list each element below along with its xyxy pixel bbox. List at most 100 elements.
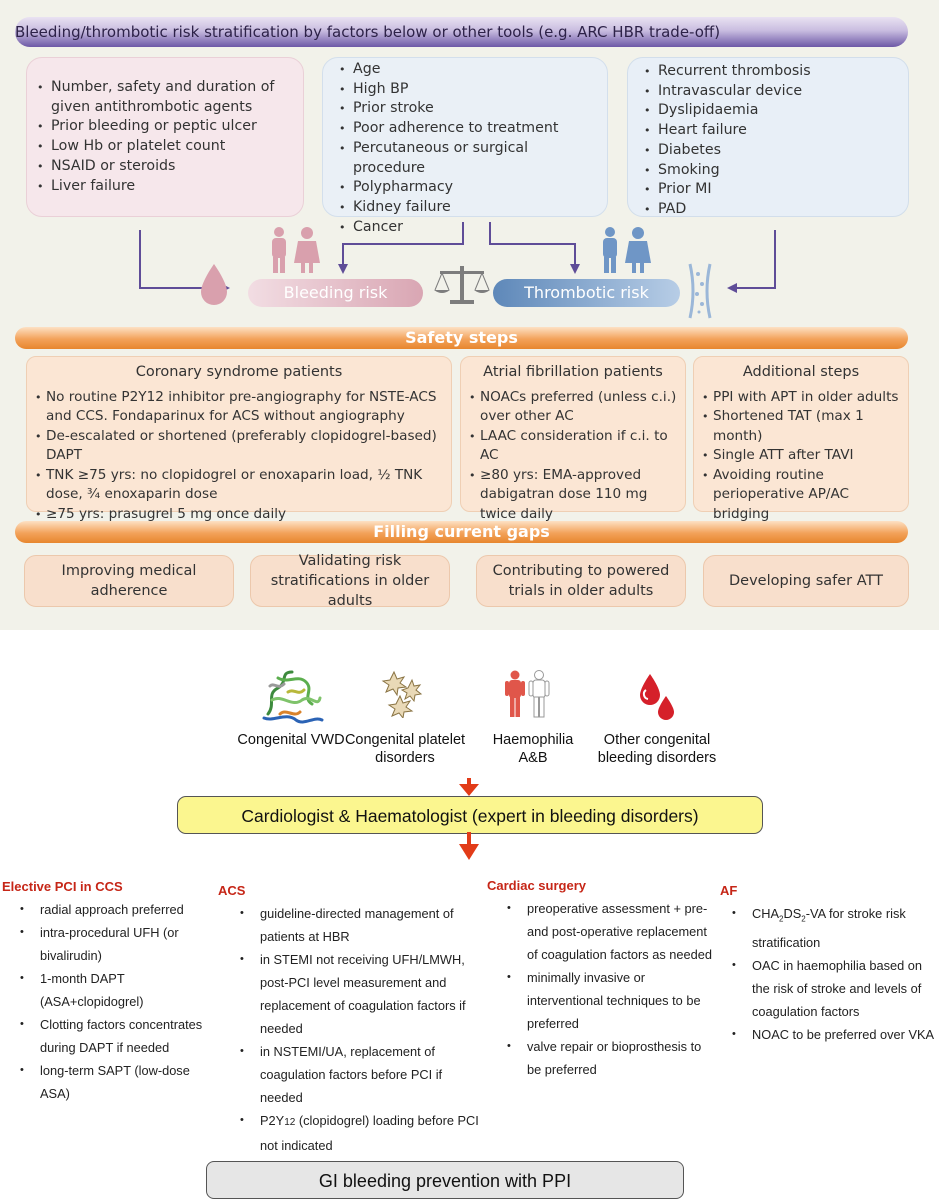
column-item: radial approach preferred bbox=[18, 898, 215, 921]
balance-scale-icon bbox=[434, 266, 490, 304]
gap-box: Validating risk stratifications in older… bbox=[250, 553, 450, 609]
shared-factors-box: Age High BP Prior stroke Poor adherence … bbox=[322, 57, 608, 237]
thrombotic-factors-box: Recurrent thrombosis Intravascular devic… bbox=[627, 57, 909, 220]
factor-item: Smoking bbox=[644, 161, 898, 181]
column-item: Clotting factors concentrates during DAP… bbox=[18, 1013, 215, 1059]
column-title: AF bbox=[720, 883, 738, 898]
factor-item: Prior bleeding or peptic ulcer bbox=[37, 117, 293, 137]
column-item: long-term SAPT (low-dose ASA) bbox=[18, 1059, 215, 1105]
af-title: Atrial fibrillation patients bbox=[483, 364, 663, 380]
factor-item: Intravascular device bbox=[644, 82, 898, 102]
blood-drops-icon bbox=[640, 674, 674, 720]
cha-sub: 2 bbox=[779, 914, 784, 924]
cardiac-surgery-column: Cardiac surgery preoperative assessment … bbox=[487, 875, 717, 1081]
disorder-label-other: Other congenital bleeding disorders bbox=[597, 732, 717, 766]
cha-part: DS bbox=[783, 906, 802, 921]
safety-item: TNK ≥75 yrs: no clopidogrel or enoxapari… bbox=[35, 466, 443, 505]
vwf-protein-icon bbox=[262, 670, 324, 724]
gi-bleeding-prevention-box: GI bleeding prevention with PPI bbox=[206, 1161, 684, 1199]
safety-item: No routine P2Y12 inhibitor pre-angiograp… bbox=[35, 388, 443, 427]
safety-item: Shortened TAT (max 1 month) bbox=[702, 407, 900, 446]
gap-box: Improving medical adherence bbox=[24, 555, 234, 607]
safety-item: ≥80 yrs: EMA-approved dabigatran dose 11… bbox=[469, 466, 677, 525]
filling-gaps-bar: Filling current gaps bbox=[15, 521, 908, 543]
thrombotic-risk-label: Thrombotic risk bbox=[493, 279, 680, 307]
column-item: valve repair or bioprosthesis to be pref… bbox=[505, 1035, 717, 1081]
gap-box: Contributing to powered trials in older … bbox=[476, 555, 686, 607]
disorder-label-platelet: Congenital platelet disorders bbox=[344, 732, 466, 766]
safety-item: Avoiding routine perioperative AP/AC bri… bbox=[702, 466, 900, 525]
column-item: intra-procedural UFH (or bivalirudin) bbox=[18, 921, 215, 967]
top-panel: Bleeding/thrombotic risk stratification … bbox=[0, 0, 939, 630]
factor-item: PAD bbox=[644, 200, 898, 220]
p2y-prefix: P2Y bbox=[260, 1113, 285, 1128]
blood-vessel-clot-icon bbox=[688, 263, 712, 319]
cha-part: -VA for stroke risk stratification bbox=[752, 906, 906, 950]
elderly-couple-icon bbox=[603, 227, 651, 273]
elderly-couple-icon bbox=[272, 227, 320, 273]
p2y-subscript: 12 bbox=[284, 1117, 296, 1128]
safety-item: LAAC consideration if c.i. to AC bbox=[469, 427, 677, 466]
factor-item: Polypharmacy bbox=[339, 178, 597, 198]
column-title: Cardiac surgery bbox=[487, 878, 586, 893]
column-item: NOAC to be preferred over VKA bbox=[730, 1023, 938, 1046]
factor-item: Prior MI bbox=[644, 180, 898, 200]
acs-column: ACS guideline-directed management of pat… bbox=[218, 880, 480, 1157]
column-item: guideline-directed management of patient… bbox=[238, 902, 480, 948]
column-item: preoperative assessment + pre- and post-… bbox=[505, 897, 717, 966]
column-title: Elective PCI in CCS bbox=[2, 879, 123, 894]
gap-box: Developing safer ATT bbox=[703, 555, 909, 607]
disorder-label-vwd: Congenital VWD bbox=[237, 732, 345, 748]
disorder-label-haemophilia: Haemophilia A&B bbox=[492, 732, 574, 766]
column-item: P2Y12 (clopidogrel) loading before PCI n… bbox=[238, 1109, 480, 1157]
column-title: ACS bbox=[218, 883, 246, 898]
platelet-icon bbox=[381, 670, 423, 718]
factor-item: Recurrent thrombosis bbox=[644, 62, 898, 82]
coronary-syndrome-box: Coronary syndrome patients No routine P2… bbox=[26, 356, 452, 524]
bleeding-risk-label: Bleeding risk bbox=[248, 279, 423, 307]
factor-item: Prior stroke bbox=[339, 99, 597, 119]
expert-team-box: Cardiologist & Haematologist (expert in … bbox=[177, 796, 763, 834]
factor-item: High BP bbox=[339, 80, 597, 100]
factor-item: Dyslipidaemia bbox=[644, 101, 898, 121]
cha-part: CHA bbox=[752, 906, 780, 921]
connector-arrows bbox=[139, 222, 776, 293]
p2y-rest: (clopidogrel) loading before PCI not ind… bbox=[260, 1113, 479, 1153]
af-column: AF CHA2DS2-VA for stroke risk stratifica… bbox=[720, 880, 938, 1046]
risk-stratification-header: Bleeding/thrombotic risk stratification … bbox=[15, 17, 908, 47]
factor-item: Percutaneous or surgical procedure bbox=[339, 139, 597, 178]
column-item: minimally invasive or interventional tec… bbox=[505, 966, 717, 1035]
factor-item: Cancer bbox=[339, 218, 597, 238]
safety-steps-bar: Safety steps bbox=[15, 327, 908, 349]
coronary-title: Coronary syndrome patients bbox=[135, 364, 343, 380]
column-item: OAC in haemophilia based on the risk of … bbox=[730, 954, 938, 1023]
safety-item: ≥75 yrs: prasugrel 5 mg once daily bbox=[35, 505, 443, 525]
additional-steps-box: Additional steps PPI with APT in older a… bbox=[693, 356, 909, 522]
column-item: 1-month DAPT (ASA+clopidogrel) bbox=[18, 967, 215, 1013]
bleeding-factors-box: Number, safety and duration of given ant… bbox=[26, 57, 304, 217]
factor-item: Age bbox=[339, 60, 597, 80]
elective-pci-column: Elective PCI in CCS radial approach pref… bbox=[2, 876, 215, 1105]
factor-item: Diabetes bbox=[644, 141, 898, 161]
factor-item: Heart failure bbox=[644, 121, 898, 141]
atrial-fibrillation-box: Atrial fibrillation patients NOACs prefe… bbox=[460, 356, 686, 522]
blood-drop-icon bbox=[201, 264, 227, 305]
factor-item: NSAID or steroids bbox=[37, 157, 293, 177]
factor-item: Liver failure bbox=[37, 177, 293, 197]
factor-item: Number, safety and duration of given ant… bbox=[37, 78, 293, 117]
safety-item: De-escalated or shortened (preferably cl… bbox=[35, 427, 443, 466]
factor-item: Kidney failure bbox=[339, 198, 597, 218]
column-item: CHA2DS2-VA for stroke risk stratificatio… bbox=[730, 902, 938, 954]
cha-sub: 2 bbox=[801, 914, 806, 924]
factor-item: Low Hb or platelet count bbox=[37, 137, 293, 157]
additional-title: Additional steps bbox=[742, 364, 860, 380]
red-down-arrow-icon bbox=[459, 832, 479, 860]
red-down-arrow-icon bbox=[459, 778, 479, 796]
safety-item: PPI with APT in older adults bbox=[702, 388, 900, 408]
haemophilia-people-icon bbox=[505, 670, 550, 718]
safety-item: NOACs preferred (unless c.i.) over other… bbox=[469, 388, 677, 427]
column-item: in STEMI not receiving UFH/LMWH, post-PC… bbox=[238, 948, 480, 1040]
safety-item: Single ATT after TAVI bbox=[702, 446, 900, 466]
factor-item: Poor adherence to treatment bbox=[339, 119, 597, 139]
column-item: in NSTEMI/UA, replacement of coagulation… bbox=[238, 1040, 480, 1109]
